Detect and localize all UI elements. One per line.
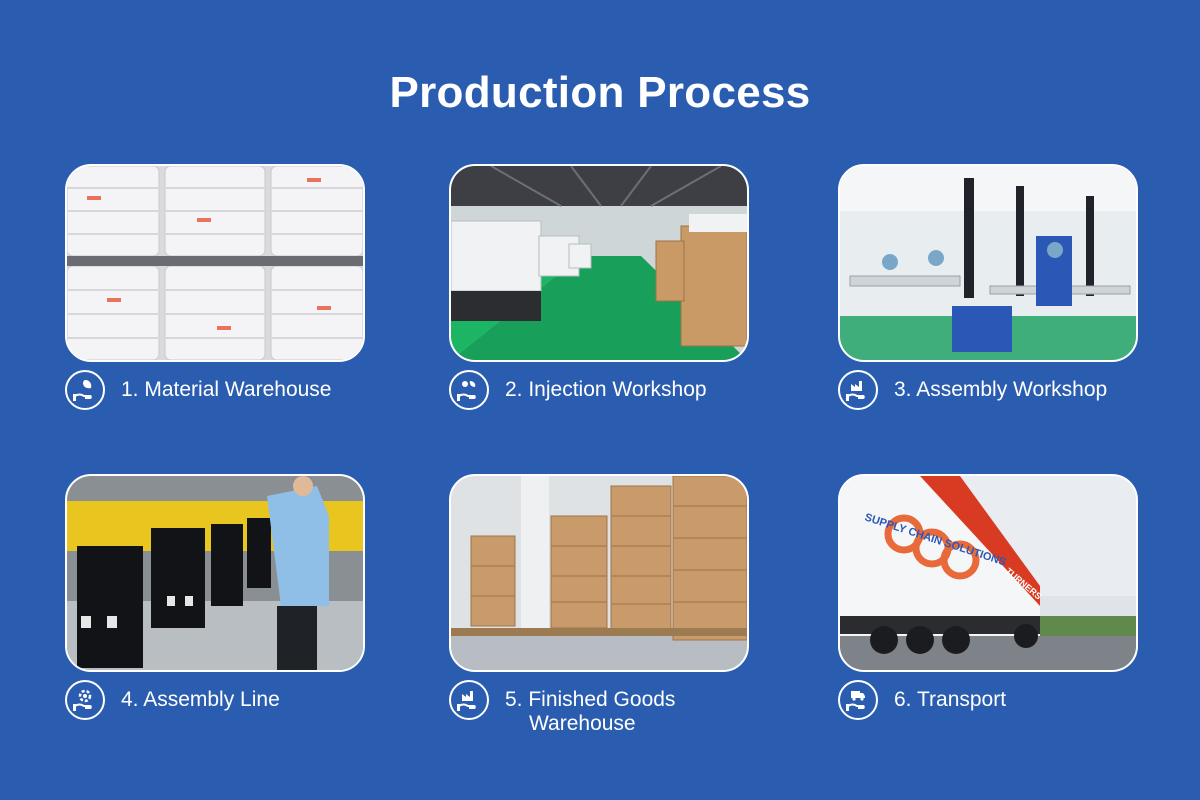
step-label-line2: Warehouse <box>529 712 636 735</box>
injection-workshop-photo <box>449 164 749 362</box>
step-caption: 4. Assembly Line <box>65 680 395 720</box>
assembly-line-photo <box>65 474 365 672</box>
step-caption: 1. Material Warehouse <box>65 370 395 410</box>
step-card-assembly-workshop: 3. Assembly Workshop <box>838 164 1138 410</box>
transport-photo: SUPPLY CHAIN SOLUTIONS TURNERS <box>838 474 1138 672</box>
step-caption: 5. Finished Goods Warehouse <box>449 680 779 736</box>
step-label: 5. Finished Goods Warehouse <box>505 680 675 736</box>
sprout-hand-icon <box>449 370 489 410</box>
step-card-transport: SUPPLY CHAIN SOLUTIONS TURNERS 6. Transp… <box>838 474 1138 720</box>
step-caption: 2. Injection Workshop <box>449 370 779 410</box>
page-title: Production Process <box>389 68 811 117</box>
assembly-workshop-photo <box>838 164 1138 362</box>
step-card-injection-workshop: 2. Injection Workshop <box>449 164 749 410</box>
step-label: 4. Assembly Line <box>121 688 280 711</box>
finished-goods-warehouse-photo <box>449 474 749 672</box>
step-caption: 6. Transport <box>838 680 1168 720</box>
step-card-assembly-line: 4. Assembly Line <box>65 474 365 720</box>
step-label-line1: 5. Finished Goods <box>505 688 676 711</box>
step-card-material-warehouse: 1. Material Warehouse <box>65 164 365 410</box>
step-label: 2. Injection Workshop <box>505 378 707 401</box>
factory-hand-icon <box>449 680 489 720</box>
step-label: 6. Transport <box>894 688 1007 711</box>
step-caption: 3. Assembly Workshop <box>838 370 1168 410</box>
step-card-finished-goods-warehouse: 5. Finished Goods Warehouse <box>449 474 749 735</box>
material-warehouse-photo <box>65 164 365 362</box>
leaf-hand-icon <box>65 370 105 410</box>
factory-hand-icon <box>838 370 878 410</box>
truck-hand-icon <box>838 680 878 720</box>
gear-hand-icon <box>65 680 105 720</box>
step-label: 1. Material Warehouse <box>121 378 332 401</box>
step-label: 3. Assembly Workshop <box>894 378 1108 401</box>
